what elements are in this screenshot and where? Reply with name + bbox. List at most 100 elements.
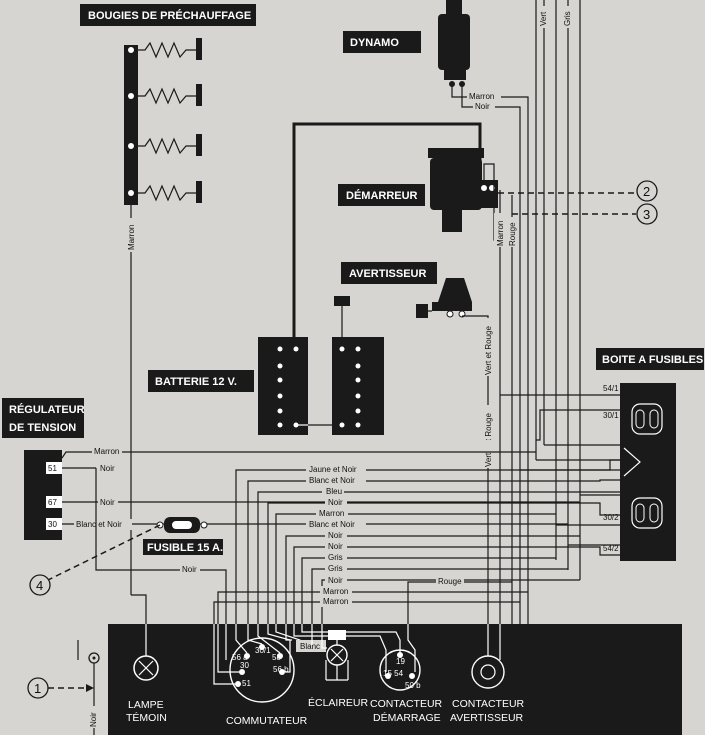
dynamo-title-box xyxy=(343,31,421,53)
fuse-terminal-30-1: 30/1 xyxy=(603,411,619,420)
bus-label-4: Marron xyxy=(319,509,344,518)
demarreur-marron-label: Marron xyxy=(496,221,505,246)
comm-term-30-1: 30/1 xyxy=(255,646,271,655)
bus-label-0: Jaune et Noir xyxy=(309,465,357,474)
bus-rouge-label: Rouge xyxy=(438,577,462,586)
starter-term-19: 19 xyxy=(396,657,405,666)
bottom-noir-label: Noir xyxy=(89,712,98,727)
reg-term-51: 51 xyxy=(48,464,57,473)
lampe-label-1: LAMPE xyxy=(128,699,164,711)
commutateur-label: COMMUTATEUR xyxy=(226,715,308,727)
bus-label-11: Marron xyxy=(323,587,348,596)
bus-wire-labels: Jaune et Noir Blanc et Noir Bleu Noir Ma… xyxy=(180,464,464,607)
comm-term-30: 30 xyxy=(240,661,249,670)
callout-4-line xyxy=(47,524,161,581)
dynamo-noir-label: Noir xyxy=(475,102,490,111)
regulateur-title-1: RÉGULATEUR xyxy=(9,403,85,416)
reg-term-67: 67 xyxy=(48,498,57,507)
bougies-title-box xyxy=(80,4,256,26)
comm-term-56a: 56 a xyxy=(232,653,248,662)
reg-term-51-box xyxy=(46,462,62,474)
fuse-15a-right xyxy=(200,521,208,529)
lampe-temoin xyxy=(133,624,159,681)
avertisseur-title: AVERTISSEUR xyxy=(349,268,426,280)
bus-label-1: Blanc et Noir xyxy=(309,476,355,485)
reg-blanc-noir-label: Blanc et Noir xyxy=(76,520,122,529)
contacteur-dem-label-2: DÉMARRAGE xyxy=(373,711,441,724)
top-gris-label: Gris xyxy=(563,11,572,26)
reg-term-30: 30 xyxy=(48,520,57,529)
glow-plug-4 xyxy=(128,181,202,203)
fuse-terminal-30-2: 30/2 xyxy=(603,513,619,522)
dashboard-panel xyxy=(108,624,682,735)
bougies-wire-label: Marron xyxy=(127,225,136,250)
callout-3-circle xyxy=(636,203,658,225)
bus-label-3: Noir xyxy=(328,498,343,507)
top-vert-label: Vert xyxy=(539,11,548,26)
starter-motor xyxy=(428,148,498,232)
blanc-label-box xyxy=(296,640,326,652)
demarreur-title-box xyxy=(338,184,425,206)
fuse-terminal-54-1: 54/1 xyxy=(603,384,619,393)
reg-term-30-box xyxy=(46,518,62,530)
fuse-15a-element xyxy=(172,521,192,529)
reg-wire-marron xyxy=(61,451,536,459)
battery-cell-1 xyxy=(258,337,308,435)
dynamo-marron-label: Marron xyxy=(469,92,494,101)
contacteur-av-label-1: CONTACTEUR xyxy=(452,698,525,710)
glow-plug-2 xyxy=(128,84,202,106)
bus-label-10: Noir xyxy=(328,576,343,585)
bus-label-9: Gris xyxy=(328,564,343,573)
bus-label-8: Gris xyxy=(328,553,343,562)
batterie-title: BATTERIE 12 V. xyxy=(155,376,237,388)
bus-label-2: Bleu xyxy=(326,487,342,496)
comm-term-51: 51 xyxy=(242,679,251,688)
contacteur-avertisseur xyxy=(471,624,505,689)
callout-2-label: 2 xyxy=(643,184,650,199)
demarreur-rouge-label: Rouge xyxy=(508,222,517,246)
avertisseur-title-box xyxy=(341,262,437,284)
battery xyxy=(258,337,384,435)
commutateur xyxy=(213,624,301,703)
bus-vert-label: Vert xyxy=(484,452,493,467)
glow-plug-1 xyxy=(128,38,202,60)
bus-label-12: Marron xyxy=(323,597,348,606)
glow-plug-3 xyxy=(128,134,202,156)
fusible-title: FUSIBLE 15 A. xyxy=(147,542,223,554)
fusible-title-box xyxy=(143,539,223,555)
contacteur-av-label-2: AVERTISSEUR xyxy=(450,712,524,724)
regulateur-title-2: DE TENSION xyxy=(9,422,76,434)
glow-plugs xyxy=(128,38,202,203)
battery-ground xyxy=(334,296,350,306)
fb-wire-2 xyxy=(536,409,620,441)
comm-term-56b: 56 b xyxy=(273,665,289,674)
reg-marron-label: Marron xyxy=(94,447,119,456)
bus-label-6: Noir xyxy=(328,531,343,540)
callout-2-circle xyxy=(636,180,658,202)
bus-label-7: Noir xyxy=(328,542,343,551)
reg-noir2-label: Noir xyxy=(100,498,115,507)
dynamo xyxy=(438,0,470,87)
eclaireur-label: ÉCLAIREUR xyxy=(308,696,369,709)
contacteur-demarrage xyxy=(285,624,421,691)
boite-title: BOITE A FUSIBLES xyxy=(602,354,703,366)
bus-vert-rouge-label: Vert et Rouge xyxy=(484,413,493,462)
starter-term-50b: 50 b xyxy=(405,681,421,690)
reg-term-67-box xyxy=(46,496,62,508)
callout-1-label: 1 xyxy=(34,681,41,696)
demarreur-title: DÉMARREUR xyxy=(346,189,418,202)
callout-3-label: 3 xyxy=(643,207,650,222)
callout-1-arrow xyxy=(86,684,94,692)
callout-1-circle xyxy=(27,677,49,699)
reg-noir1-label: Noir xyxy=(100,464,115,473)
battery-cable xyxy=(292,122,482,348)
lampe-label-2: TÉMOIN xyxy=(126,711,167,724)
fuse-box-fuses xyxy=(623,403,663,529)
blanc-label: Blanc xyxy=(300,642,320,651)
horn xyxy=(416,278,472,318)
comm-term-58: 58 xyxy=(272,653,281,662)
regulateur-title-box xyxy=(2,398,84,438)
battery-cell-2 xyxy=(332,337,384,435)
